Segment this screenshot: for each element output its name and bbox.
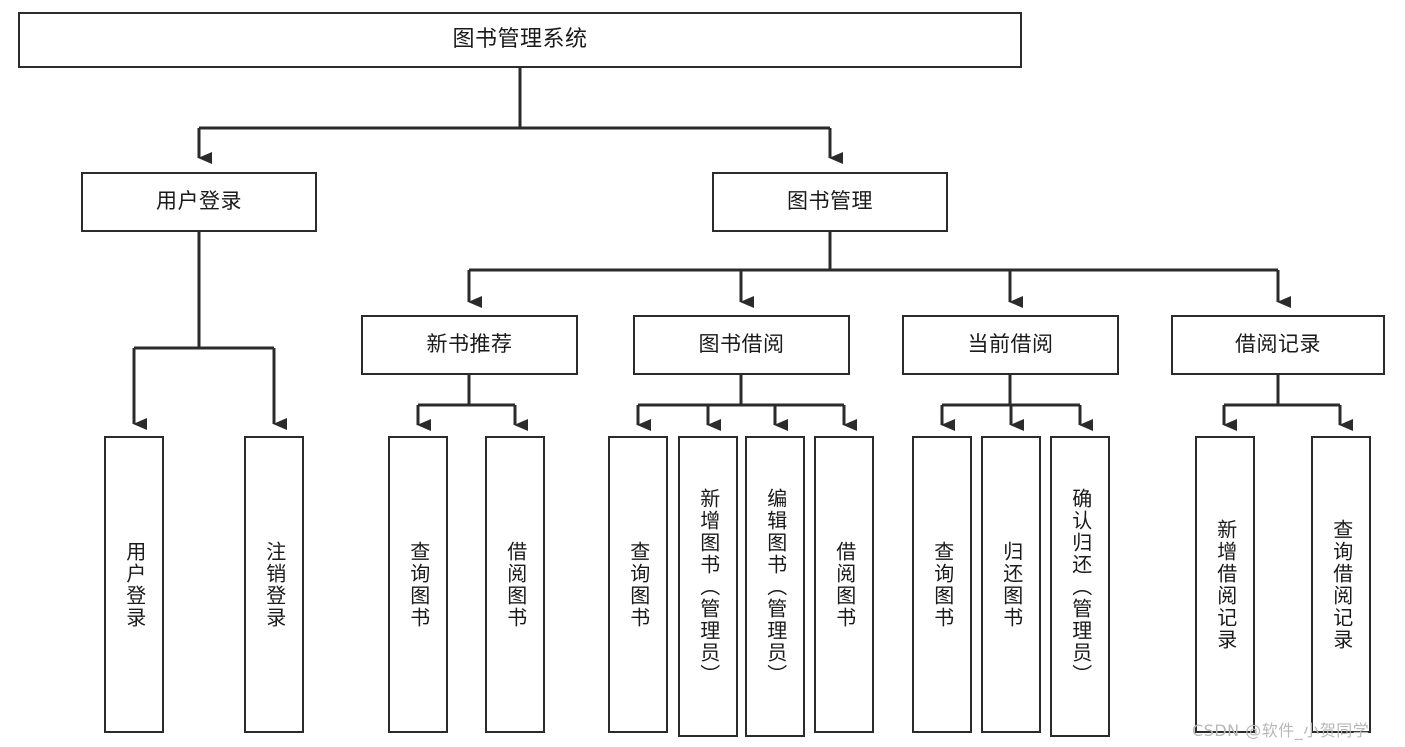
node-leaf-new-book-query-books[interactable]: 查询图书 (388, 436, 448, 733)
node-root-book-management-system[interactable]: 图书管理系统 (18, 12, 1022, 68)
node-current-borrowing[interactable]: 当前借阅 (902, 315, 1119, 375)
tree-connectors (132, 68, 1353, 431)
node-label: 图书借阅 (698, 332, 785, 357)
node-label: 新增借阅记录 (1213, 518, 1238, 651)
node-label: 注销登录 (262, 540, 287, 629)
node-leaf-user-login-logout[interactable]: 注销登录 (244, 436, 304, 733)
node-new-book-recommendation[interactable]: 新书推荐 (361, 315, 578, 375)
node-label: 借阅图书 (503, 540, 528, 629)
node-label: 确认归还（管理员） (1068, 487, 1093, 686)
node-label: 图书管理系统 (452, 26, 588, 52)
node-label: 查询图书 (930, 540, 955, 629)
node-label: 借阅记录 (1235, 332, 1321, 357)
node-book-management[interactable]: 图书管理 (712, 172, 948, 232)
node-leaf-current-confirm-return-admin[interactable]: 确认归还（管理员） (1050, 436, 1110, 737)
node-label: 查询图书 (626, 540, 651, 629)
node-label: 用户登录 (122, 540, 147, 629)
node-label: 归还图书 (999, 540, 1024, 629)
node-label: 新书推荐 (426, 332, 513, 357)
node-book-borrowing[interactable]: 图书借阅 (633, 315, 850, 375)
node-label: 新增图书（管理员） (696, 487, 721, 686)
csdn-watermark: CSDN @软件_小贺同学 (1192, 721, 1370, 740)
node-leaf-borrow-borrow-books[interactable]: 借阅图书 (814, 436, 874, 733)
node-label: 当前借阅 (967, 332, 1054, 357)
node-label: 查询图书 (406, 540, 431, 629)
node-label: 用户登录 (156, 189, 242, 214)
node-leaf-current-query-books[interactable]: 查询图书 (912, 436, 972, 733)
node-leaf-new-book-borrow-books[interactable]: 借阅图书 (485, 436, 545, 733)
node-leaf-user-login-login[interactable]: 用户登录 (104, 436, 164, 733)
node-leaf-borrow-edit-book-admin[interactable]: 编辑图书（管理员） (745, 436, 805, 737)
node-user-login[interactable]: 用户登录 (81, 172, 317, 232)
node-leaf-record-query-record[interactable]: 查询借阅记录 (1311, 436, 1371, 733)
node-leaf-borrow-add-book-admin[interactable]: 新增图书（管理员） (678, 436, 738, 737)
node-label: 编辑图书（管理员） (763, 487, 788, 686)
node-borrowing-records[interactable]: 借阅记录 (1171, 315, 1385, 375)
node-label: 查询借阅记录 (1329, 518, 1354, 651)
node-leaf-record-add-record[interactable]: 新增借阅记录 (1195, 436, 1255, 733)
node-leaf-current-return-books[interactable]: 归还图书 (981, 436, 1041, 733)
node-label: 图书管理 (787, 189, 873, 214)
node-leaf-borrow-query-books[interactable]: 查询图书 (608, 436, 668, 733)
node-label: 借阅图书 (832, 540, 857, 629)
